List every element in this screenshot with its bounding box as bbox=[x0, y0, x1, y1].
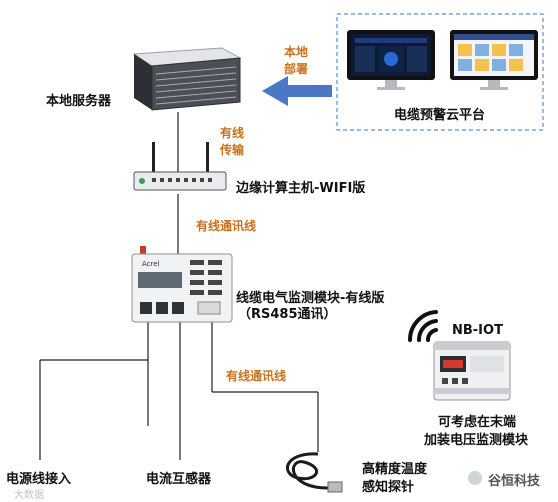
wired-comm-label-top: 有线通讯线 bbox=[196, 219, 257, 233]
gateway-label: 边缘计算主机-WIFI版 bbox=[236, 181, 366, 196]
module-brand-text: Acrel bbox=[142, 260, 160, 268]
power-line-label: 电源线接入 bbox=[6, 472, 72, 487]
wired-comm-label-bottom: 有线通讯线 bbox=[226, 369, 287, 383]
nbiot-note-1: 可考虑在末端 bbox=[438, 415, 517, 430]
nbiot-note-2: 加装电压监测模块 bbox=[424, 433, 529, 448]
local-deploy-label-2: 部署 bbox=[284, 62, 309, 76]
server-label: 本地服务器 bbox=[46, 94, 112, 109]
watermark-logo-icon bbox=[468, 471, 482, 485]
wired-transfer-label-1: 有线 bbox=[220, 126, 245, 140]
module-label-2: （RS485通讯） bbox=[238, 307, 337, 322]
temperature-probe-device bbox=[276, 448, 356, 498]
probe-label-2: 感知探针 bbox=[362, 480, 415, 495]
monitor-module-device bbox=[128, 246, 236, 326]
wifi-icon bbox=[407, 310, 438, 342]
nbiot-meter-device bbox=[432, 340, 512, 402]
server-device bbox=[124, 44, 242, 114]
module-label-1: 线缆电气监测模块-有线版 bbox=[236, 291, 385, 306]
cloud-label: 电缆预警云平台 bbox=[394, 108, 486, 123]
watermark-brand: 谷恒科技 bbox=[488, 474, 541, 489]
wired-transfer-label-2: 传输 bbox=[220, 143, 245, 157]
gateway-device bbox=[130, 140, 230, 196]
probe-label-1: 高精度温度 bbox=[362, 462, 428, 477]
cloud-monitor-right bbox=[448, 28, 540, 92]
ct-label: 电流互感器 bbox=[146, 472, 212, 487]
nbiot-label: NB-IOT bbox=[452, 323, 503, 338]
watermark-bottom-left: 大数据 bbox=[14, 490, 44, 501]
deploy-arrow bbox=[262, 76, 332, 106]
cloud-monitor-left bbox=[345, 28, 437, 92]
local-deploy-label-1: 本地 bbox=[284, 45, 309, 59]
